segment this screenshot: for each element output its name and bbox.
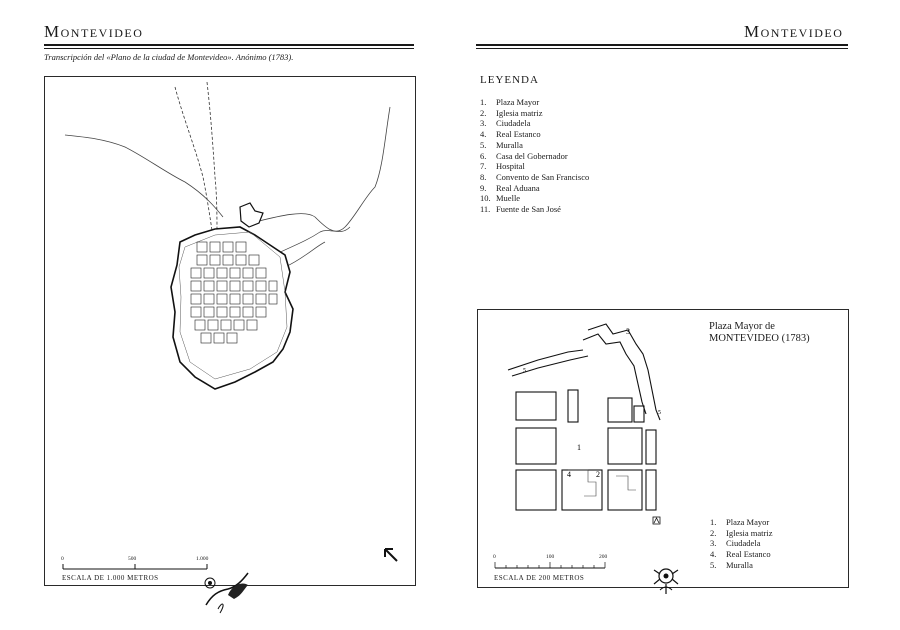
left-running-head: Montevideo [44, 22, 144, 41]
legend-item: 9.Real Aduana [480, 182, 540, 193]
map-label-muralla-east: 5 [658, 410, 661, 416]
legend-list: 1.Plaza Mayor 2.Iglesia matriz 3.Ciudade… [480, 97, 589, 215]
legend-item: 6.Casa del Gobernador [480, 150, 568, 161]
left-header-rule [44, 44, 414, 46]
right-header-rule-thin [476, 48, 848, 49]
inset-title-line1: Plaza Mayor de [709, 321, 775, 332]
map-label-iglesia: 2 [596, 470, 600, 479]
legend-title: LEYENDA [480, 74, 539, 86]
legend-item: 8.Convento de San Francisco [480, 171, 590, 182]
map-label-plaza-mayor: 1 [577, 443, 581, 452]
left-scale-tick-500: 500 [128, 556, 137, 562]
legend-item: 3.Ciudadela [480, 118, 531, 129]
legend-item: 7.Hospital [480, 161, 525, 172]
inset-scale-bar: 0 100 200 [493, 554, 614, 576]
plaza-mayor-map: 3 1 2 4 5 5 [507, 323, 661, 525]
legend-item: 1.Plaza Mayor [480, 97, 540, 107]
legend-item: 11.Fuente de San José [480, 204, 561, 215]
map-label-estanco: 4 [567, 470, 571, 479]
map-label-ciudadela: 3 [626, 327, 630, 336]
inset-legend-item: 2.Iglesia matriz [710, 527, 773, 538]
inset-legend-item: 4.Real Estanco [710, 549, 771, 560]
left-scale-bar: 0 500 1.000 [61, 556, 212, 580]
inset-scale-label: ESCALA DE 200 METROS [494, 574, 585, 582]
bird-flower-vignette [204, 572, 249, 614]
inset-scale-tick-200: 200 [599, 554, 608, 560]
inset-scale-ruler [494, 562, 606, 569]
flower-vignette [653, 568, 679, 594]
left-scale-tick-1000: 1.000 [196, 556, 209, 562]
legend-item: 10.Muelle [480, 193, 521, 204]
inset-legend-item: 3.Ciudadela [710, 538, 761, 549]
inset-legend-list: 1.Plaza Mayor 2.Iglesia matriz 3.Ciudade… [710, 517, 773, 571]
map-caption: Transcripción del «Plano de la ciudad de… [44, 52, 294, 62]
left-header-rule-thin [44, 48, 414, 49]
left-scale-tick-0: 0 [61, 556, 64, 562]
inset-scale-tick-100: 100 [546, 554, 555, 560]
legend-item: 5.Muralla [480, 139, 523, 150]
inset-title: Plaza Mayor de MONTEVIDEO (1783) [709, 321, 810, 345]
legend-item: 2.Iglesia matriz [480, 107, 543, 118]
right-header-rule [476, 44, 848, 46]
left-scale-ruler [62, 564, 208, 570]
inset-map-frame: 3 1 2 4 5 5 Plaza Mayor de MONTEVIDEO (1… [477, 309, 849, 588]
inset-scale-tick-0: 0 [493, 554, 496, 560]
city-map [64, 81, 398, 562]
right-running-head: Montevideo [744, 22, 844, 41]
inset-legend-item: 5.Muralla [710, 559, 753, 570]
city-map-frame [44, 76, 416, 586]
inset-title-line2: MONTEVIDEO (1783) [709, 333, 810, 344]
legend-item: 4.Real Estanco [480, 129, 541, 140]
inset-legend-item: 1.Plaza Mayor [710, 517, 770, 527]
left-scale-label: ESCALA DE 1.000 METROS [62, 574, 159, 582]
map-label-muralla-west: 5 [523, 368, 526, 374]
